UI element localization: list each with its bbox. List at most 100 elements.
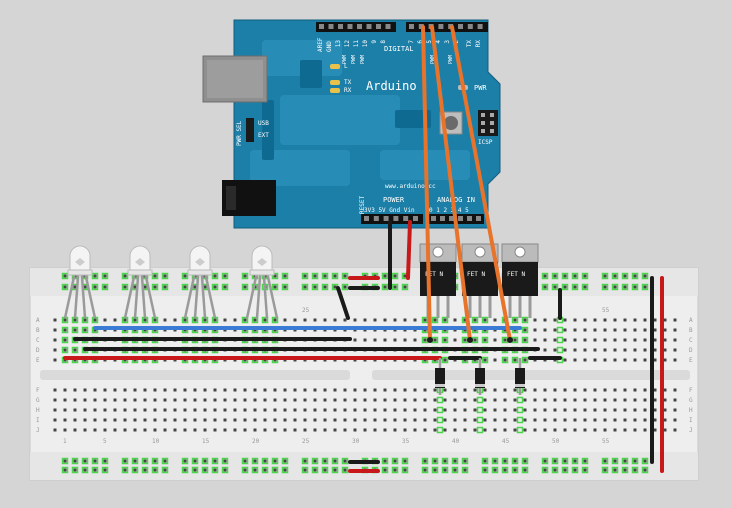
hole <box>333 418 337 422</box>
mosfet-leg <box>478 296 482 318</box>
hole <box>443 388 447 392</box>
hole <box>333 318 337 322</box>
rail-connected <box>91 466 99 474</box>
hole <box>303 428 307 432</box>
rail-hole <box>313 468 317 472</box>
pwm-label-10: PWM <box>351 55 357 64</box>
rail-hole <box>63 285 67 289</box>
hole <box>103 428 107 432</box>
hole <box>483 358 487 362</box>
connected-hole <box>441 336 449 344</box>
hole <box>553 408 557 412</box>
hole <box>383 408 387 412</box>
digital-pin-label: 11 <box>353 40 360 48</box>
hole <box>543 388 547 392</box>
rail-connected <box>201 457 209 465</box>
rail-hole <box>213 459 217 463</box>
hole <box>583 338 587 342</box>
hole <box>513 358 517 362</box>
rail-hole <box>153 274 157 278</box>
hole <box>53 388 57 392</box>
rail-hole <box>243 274 247 278</box>
hole <box>443 398 447 402</box>
hole <box>83 388 87 392</box>
rail-hole <box>253 459 257 463</box>
rail-connected <box>101 466 109 474</box>
rail-hole <box>183 459 187 463</box>
hole <box>473 428 477 432</box>
rail-hole <box>123 285 127 289</box>
hole <box>403 318 407 322</box>
header-pin <box>467 24 473 29</box>
rail-connected <box>251 457 259 465</box>
hole <box>153 388 157 392</box>
hole <box>603 408 607 412</box>
hole <box>483 318 487 322</box>
hole <box>543 398 547 402</box>
center-channel-left <box>40 370 350 380</box>
hole <box>63 408 67 412</box>
hole <box>543 418 547 422</box>
pwm-label-6: PWM <box>430 55 436 64</box>
hole <box>333 388 337 392</box>
center-channel-right <box>372 370 690 380</box>
rail-hole <box>523 468 527 472</box>
hole <box>143 398 147 402</box>
rail-connected <box>511 466 519 474</box>
hole <box>493 418 497 422</box>
rail-hole <box>203 468 207 472</box>
hole <box>653 408 657 412</box>
rail-connected <box>91 283 99 291</box>
rail-hole <box>313 285 317 289</box>
hole <box>533 388 537 392</box>
hole <box>513 338 517 342</box>
digital-pin-label: 13 <box>335 40 342 48</box>
digital-pin-label: 6 <box>417 40 424 44</box>
rail-connected <box>161 466 169 474</box>
rail-connected <box>401 283 409 291</box>
hole <box>393 338 397 342</box>
rail-hole <box>463 459 467 463</box>
rail-hole <box>63 459 67 463</box>
rail-connected <box>621 272 629 280</box>
hole <box>503 398 507 402</box>
rail-hole <box>513 459 517 463</box>
hole <box>273 418 277 422</box>
rail-hole <box>183 285 187 289</box>
hole <box>323 428 327 432</box>
hole <box>403 338 407 342</box>
hole <box>553 318 557 322</box>
header-pin <box>328 24 334 29</box>
pwr-label: PWR <box>474 84 487 92</box>
hole <box>553 328 557 332</box>
hole <box>663 328 667 332</box>
rail-connected <box>601 272 609 280</box>
rail-connected <box>71 457 79 465</box>
hole <box>533 338 537 342</box>
hole <box>493 318 497 322</box>
rail-hole <box>183 274 187 278</box>
diode-body <box>435 368 445 388</box>
wire-orange-pin6 <box>421 25 432 342</box>
hole <box>243 428 247 432</box>
hole <box>383 338 387 342</box>
hole <box>613 408 617 412</box>
hole <box>193 318 197 322</box>
svg-text:20: 20 <box>252 438 260 445</box>
analog-label: ANALOG IN <box>437 196 475 204</box>
connected-hole <box>81 326 89 334</box>
signal-wires <box>421 25 512 342</box>
connected-hole <box>556 326 564 334</box>
hole <box>503 338 507 342</box>
rail-connected <box>441 466 449 474</box>
rail-hole <box>63 468 67 472</box>
hole <box>623 328 627 332</box>
hole <box>233 418 237 422</box>
connected-hole <box>481 316 489 324</box>
rail-hole <box>383 274 387 278</box>
rail-connected <box>241 466 249 474</box>
rail-connected <box>101 457 109 465</box>
rail-connected <box>101 272 109 280</box>
hole <box>593 318 597 322</box>
rail-connected <box>321 457 329 465</box>
